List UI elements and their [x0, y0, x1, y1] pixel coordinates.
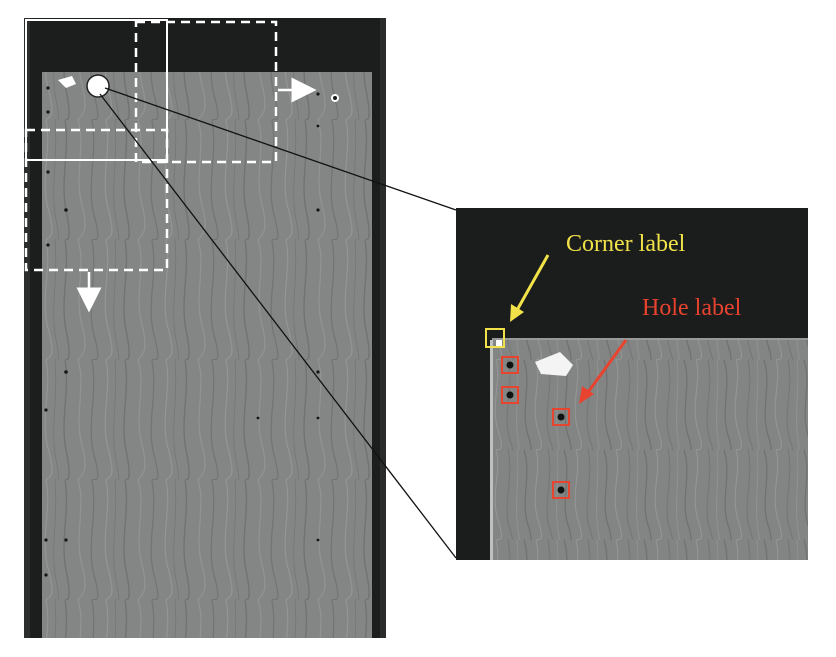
corner-arrow-icon — [514, 254, 550, 313]
zoom-connector-top — [104, 87, 457, 211]
hole-arrow-icon — [584, 339, 628, 396]
hole-label: Hole label — [642, 295, 742, 321]
full-board-image — [24, 18, 386, 638]
hole-box — [501, 386, 519, 404]
zoom-focus-circle — [86, 74, 110, 98]
scan-window-box — [25, 19, 168, 161]
hole-box — [552, 481, 570, 499]
chip-mark — [58, 76, 76, 88]
shifted-window-down — [24, 128, 169, 272]
hole-markers — [44, 86, 320, 577]
hole-box — [501, 356, 519, 374]
zoom-inset — [456, 208, 808, 560]
shifted-window-right — [134, 20, 278, 164]
hole-box — [552, 408, 570, 426]
hole-boxes — [501, 356, 570, 499]
corner-label: Corner label — [566, 231, 686, 257]
zoom-connector-bottom — [99, 93, 457, 559]
corner-box — [485, 328, 505, 348]
chip-mark-zoom — [535, 352, 573, 376]
